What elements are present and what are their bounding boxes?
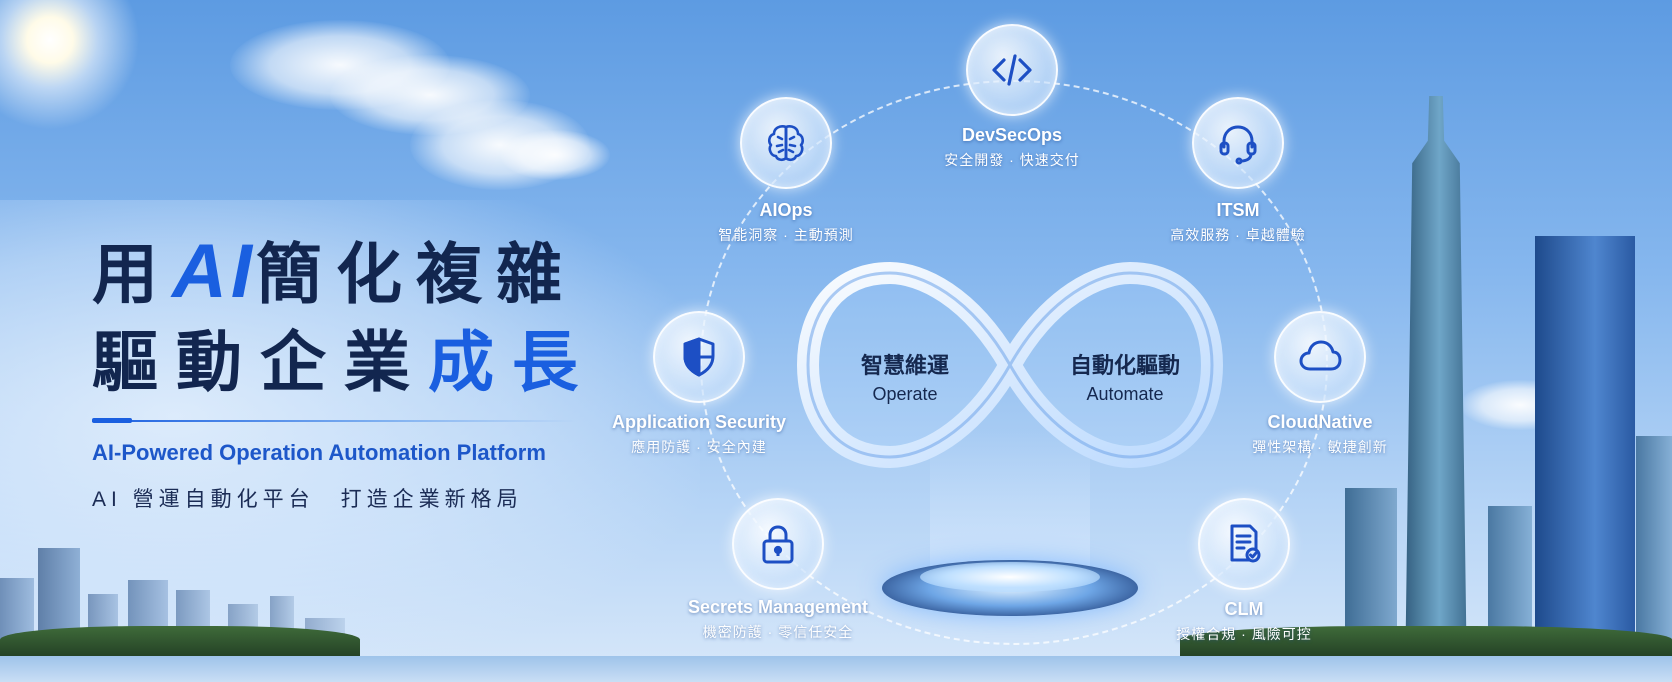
subtitle-zh: AI 營運自動化平台 打造企業新格局 (92, 488, 523, 511)
node-desc: 機密防護 · 零信任安全 (702, 624, 854, 640)
operate-en: Operate (872, 384, 938, 404)
secrets-management-node[interactable] (732, 498, 824, 590)
clm-node[interactable] (1198, 498, 1290, 590)
node-desc: 彈性架構 · 敏捷創新 (1252, 439, 1388, 455)
building (1535, 236, 1635, 656)
node-desc: 安全開發 · 快速交付 (944, 152, 1080, 168)
operate-label: 智慧維運 Operate (845, 348, 965, 405)
automate-en: Automate (1086, 384, 1164, 404)
subtitle-en: AI-Powered Operation Automation Platform (92, 440, 546, 465)
node-title: CLM (1224, 599, 1264, 619)
operate-zh: 智慧維運 (860, 353, 949, 378)
node-desc: 應用防護 · 安全內建 (631, 439, 767, 455)
infinity-loop (797, 262, 1223, 468)
taipei-101-tower (1405, 96, 1467, 656)
automate-zh: 自動化驅動 (1069, 353, 1180, 378)
divider-accent (92, 418, 132, 423)
automate-label: 自動化驅動 Automate (1055, 348, 1195, 405)
brain-icon (768, 125, 804, 162)
document-icon (1230, 524, 1261, 563)
node-title: DevSecOps (961, 125, 1063, 145)
application-security-label: Application Security 應用防護 · 安全內建 (589, 412, 809, 457)
building (1636, 436, 1672, 656)
headline-line-1: 用AI簡化複雜 (92, 232, 576, 314)
cloudnative-node[interactable] (1274, 311, 1366, 403)
devsecops-node[interactable] (966, 24, 1058, 116)
sun-glare (0, 0, 140, 130)
cloud-icon (1299, 340, 1342, 371)
clm-label: CLM 授權合規 · 風險可控 (1144, 599, 1344, 644)
code-icon (992, 54, 1032, 86)
application-security-node[interactable] (653, 311, 745, 403)
node-title: Application Security (611, 412, 787, 432)
devsecops-label: DevSecOps 安全開發 · 快速交付 (912, 125, 1112, 170)
headline-line-2: 驅動企業成長 (92, 322, 596, 402)
node-desc: 智能洞察 · 主動預測 (718, 227, 854, 243)
node-title: CloudNative (1267, 412, 1373, 432)
cloud (500, 130, 610, 180)
headset-icon (1219, 125, 1257, 165)
river (0, 656, 1672, 682)
node-desc: 高效服務 · 卓越體驗 (1170, 227, 1306, 243)
itsm-node[interactable] (1192, 97, 1284, 189)
tree-line (1180, 626, 1672, 660)
headline-highlight: 成長 (428, 325, 596, 399)
headline-suffix: 簡化複雜 (256, 237, 576, 311)
node-desc: 授權合規 · 風險可控 (1176, 626, 1312, 642)
node-title: ITSM (1216, 200, 1260, 220)
shield-icon (683, 337, 715, 377)
tree-line (0, 626, 360, 660)
cloudnative-label: CloudNative 彈性架構 · 敏捷創新 (1220, 412, 1420, 457)
aiops-node[interactable] (740, 97, 832, 189)
pedestal-glow (920, 562, 1100, 592)
headline-prefix-2: 驅動企業 (92, 325, 428, 399)
secrets-management-label: Secrets Management 機密防護 · 零信任安全 (668, 597, 888, 642)
itsm-label: ITSM 高效服務 · 卓越體驗 (1138, 200, 1338, 245)
headline-prefix: 用 (92, 237, 172, 311)
headline-ai: AI (172, 229, 256, 314)
aiops-label: AIOps 智能洞察 · 主動預測 (686, 200, 886, 245)
lock-icon (762, 525, 794, 564)
divider (92, 420, 578, 422)
node-title: AIOps (759, 200, 813, 220)
node-title: Secrets Management (687, 597, 869, 617)
